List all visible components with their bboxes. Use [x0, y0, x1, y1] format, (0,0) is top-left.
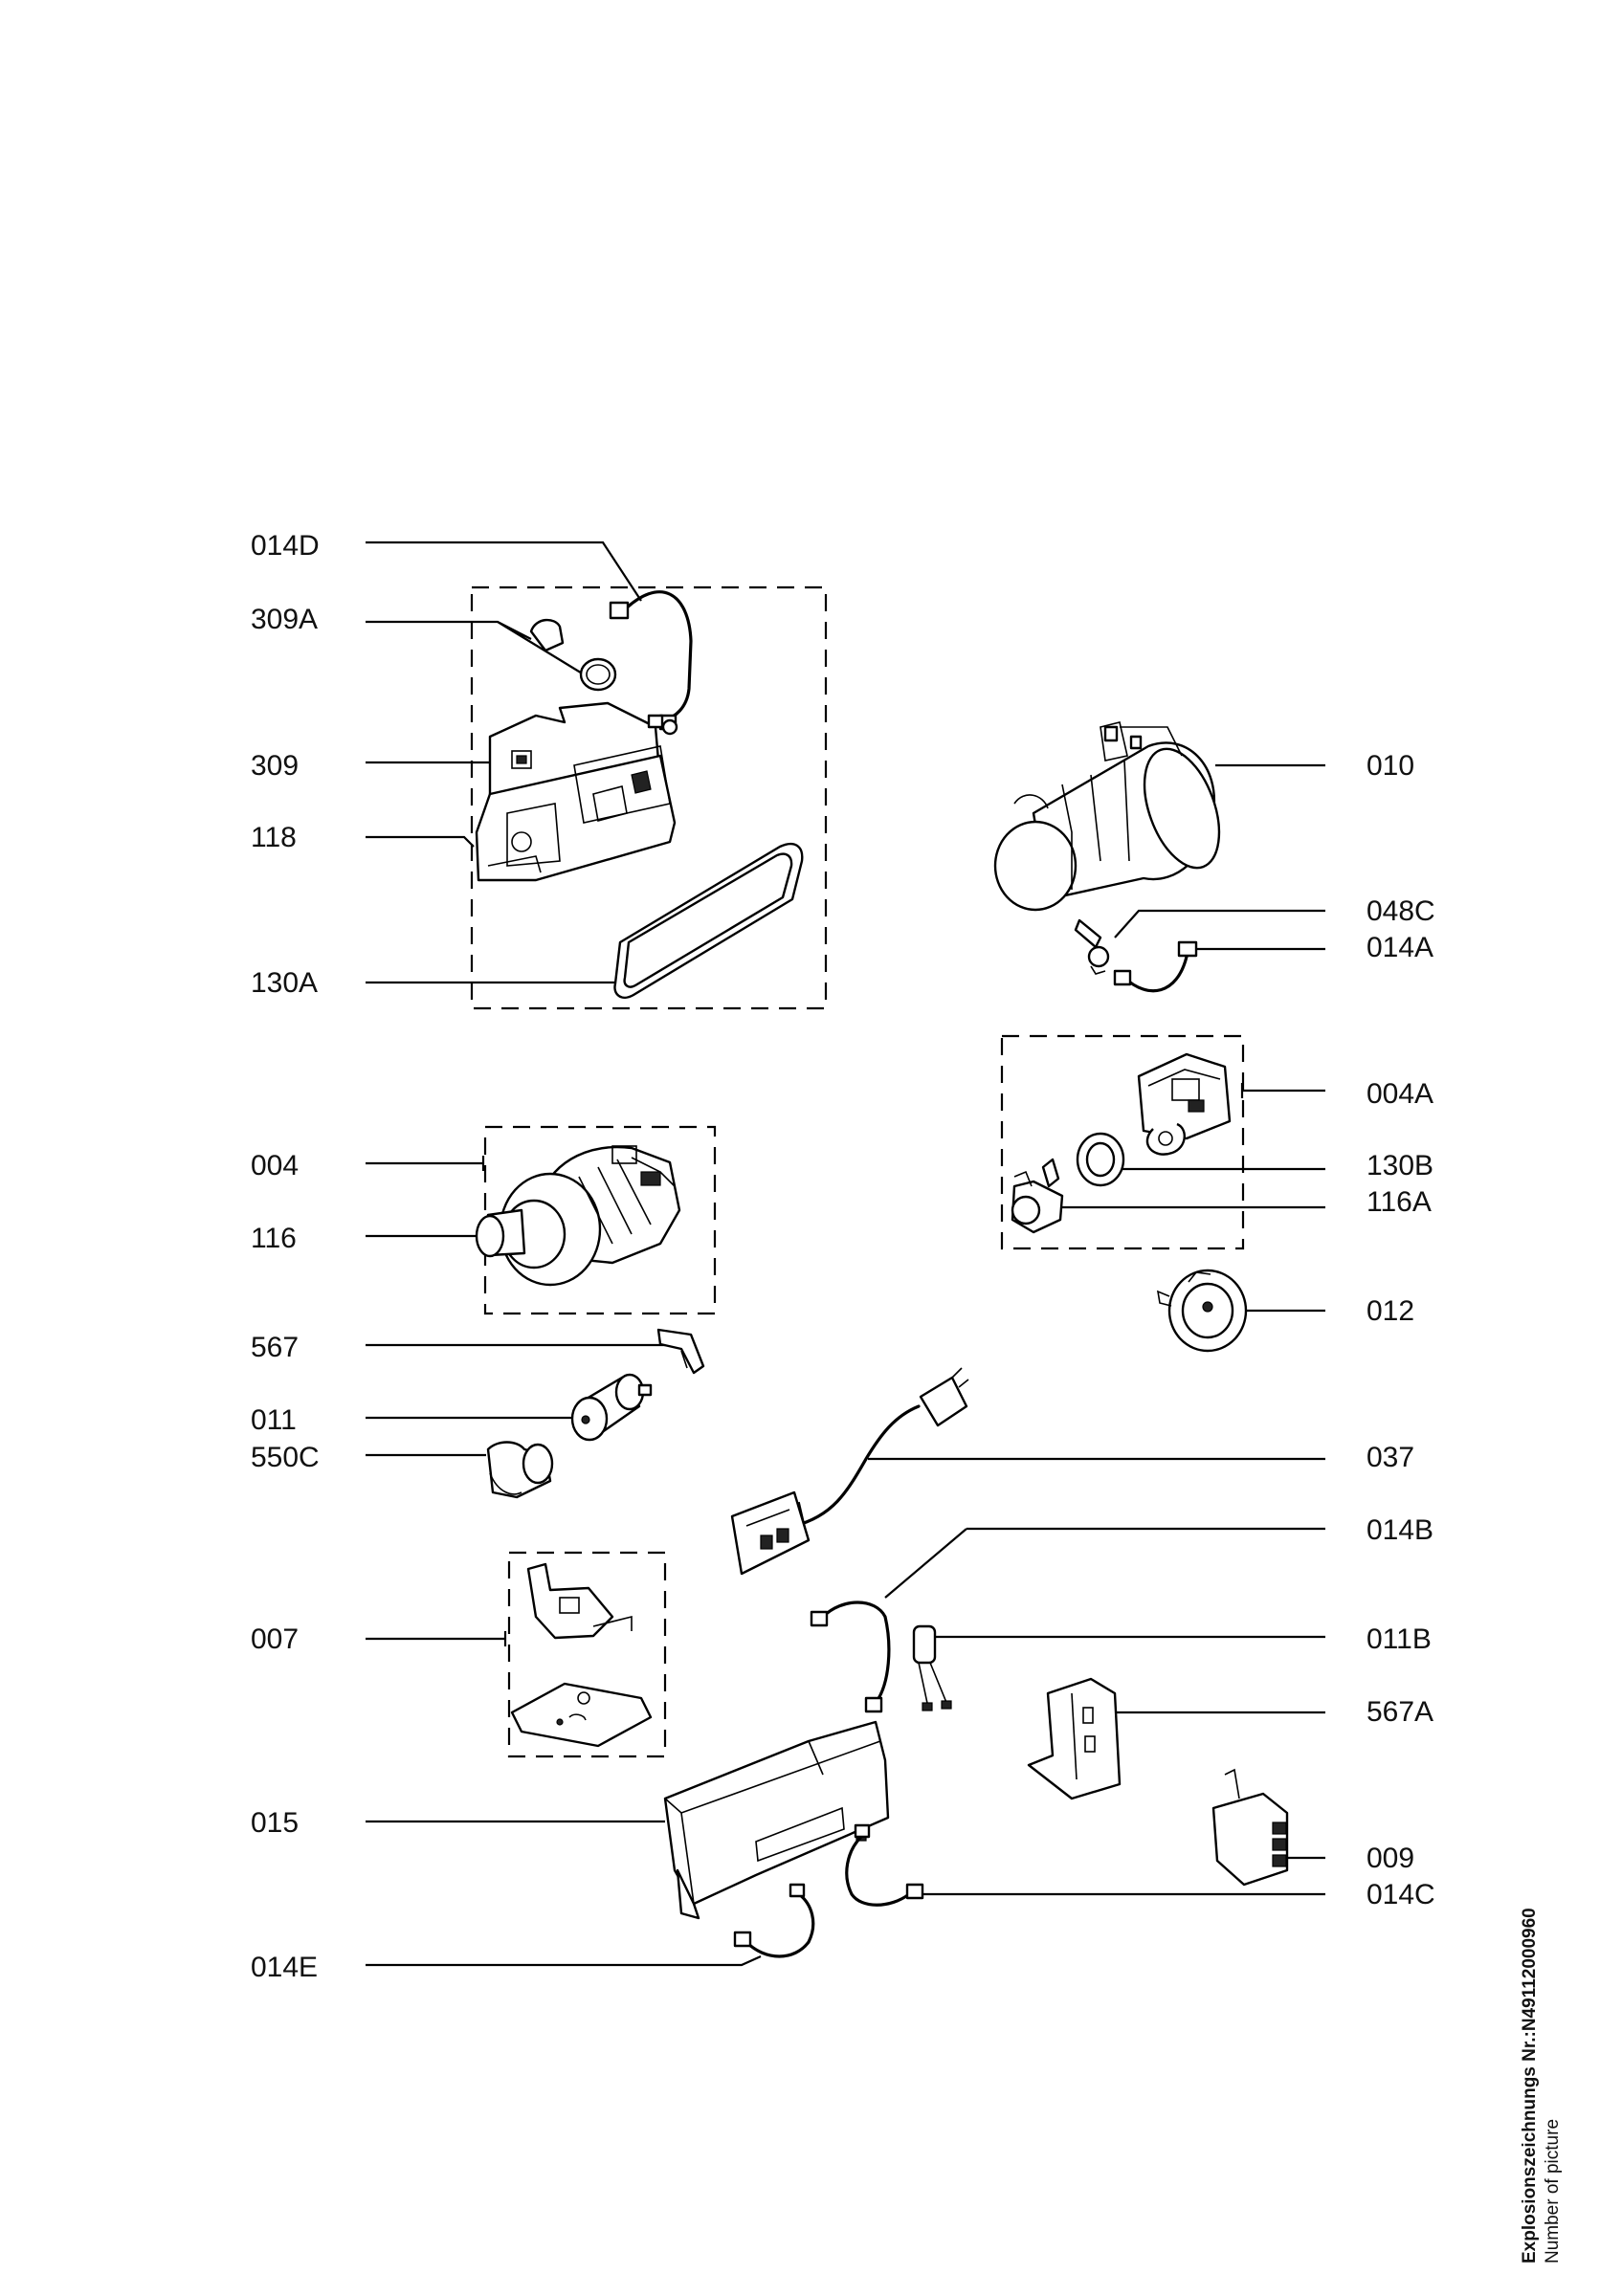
leader-014D [366, 541, 642, 602]
drawing-info: Explosionszeichnungs Nr.:N49112000960 Nu… [1520, 1908, 1563, 2263]
leader-309A [366, 620, 585, 675]
part-550C-knob [486, 1441, 554, 1499]
part-567A-bracket [1027, 1677, 1122, 1800]
leader-014B [884, 1527, 1325, 1599]
label-012: 012 [1366, 1295, 1414, 1327]
part-037-mains-cable [730, 1367, 969, 1576]
part-014E-cable [733, 1883, 815, 1958]
part-011-motor [570, 1373, 653, 1442]
part-014A-cable [1113, 940, 1198, 993]
part-014C-cable [845, 1823, 924, 1907]
label-015: 015 [251, 1807, 299, 1839]
label-004: 004 [251, 1150, 299, 1181]
label-010: 010 [1366, 750, 1414, 782]
leader-014E [366, 1954, 762, 1967]
leader-lines [366, 541, 1325, 1967]
label-014B: 014B [1366, 1514, 1433, 1546]
part-007-switch [510, 1562, 653, 1748]
label-048C: 048C [1366, 895, 1435, 927]
group-box-007 [507, 1551, 667, 1758]
label-309A: 309A [251, 604, 318, 635]
label-550C: 550C [251, 1442, 320, 1473]
leader-004 [366, 1156, 485, 1171]
label-116: 116 [251, 1223, 297, 1254]
part-015-control-housing [663, 1720, 890, 1920]
part-010-heater [993, 721, 1221, 912]
part-309-118-housing [475, 701, 678, 882]
label-130B: 130B [1366, 1150, 1433, 1181]
part-012-pressure-switch [1156, 1269, 1248, 1353]
label-309: 309 [251, 750, 299, 782]
label-130A: 130A [251, 967, 318, 999]
left-labels: 014D 309A 309 118 130A 004 116 567 011 5… [251, 530, 320, 1983]
label-009: 009 [1366, 1843, 1414, 1874]
part-011B-capacitor [912, 1624, 952, 1711]
label-014A: 014A [1366, 932, 1433, 963]
leader-004A [1240, 1083, 1325, 1098]
leader-007 [366, 1631, 507, 1646]
label-567: 567 [251, 1332, 299, 1363]
group-box-top [470, 585, 828, 1010]
part-004-116-pump-motor [475, 1145, 681, 1287]
label-116A: 116A [1366, 1186, 1432, 1218]
part-004A-drain-pump [1137, 1052, 1232, 1156]
part-009-terminal-block [1211, 1768, 1289, 1887]
leader-048C [1114, 909, 1325, 938]
group-box-drain [1000, 1034, 1245, 1250]
group-box-pump [483, 1125, 717, 1315]
part-014D-cable [609, 590, 693, 731]
label-118: 118 [251, 822, 297, 853]
label-014D: 014D [251, 530, 320, 562]
label-014E: 014E [251, 1952, 318, 1983]
part-567-bracket [656, 1328, 705, 1375]
part-309A [529, 618, 617, 692]
part-048C-sensor [1074, 918, 1110, 975]
label-004A: 004A [1366, 1078, 1433, 1110]
part-014B-cable [810, 1601, 891, 1713]
label-014C: 014C [1366, 1879, 1435, 1910]
label-011B: 011B [1366, 1623, 1432, 1655]
label-037: 037 [1366, 1442, 1414, 1473]
part-130B-ring [1076, 1132, 1125, 1187]
drawing-number: Explosionszeichnungs Nr.:N49112000960 [1520, 1908, 1540, 2263]
label-007: 007 [251, 1623, 299, 1655]
part-130A-gasket [613, 842, 804, 999]
group-boxes [470, 585, 1245, 1758]
part-116A [1011, 1158, 1064, 1234]
label-011: 011 [251, 1404, 297, 1436]
label-567A: 567A [1366, 1696, 1433, 1728]
picture-caption: Number of picture [1543, 2119, 1563, 2263]
leader-118 [366, 835, 475, 848]
right-labels: 010 048C 014A 004A 130B 116A 012 037 014… [1366, 750, 1435, 1910]
